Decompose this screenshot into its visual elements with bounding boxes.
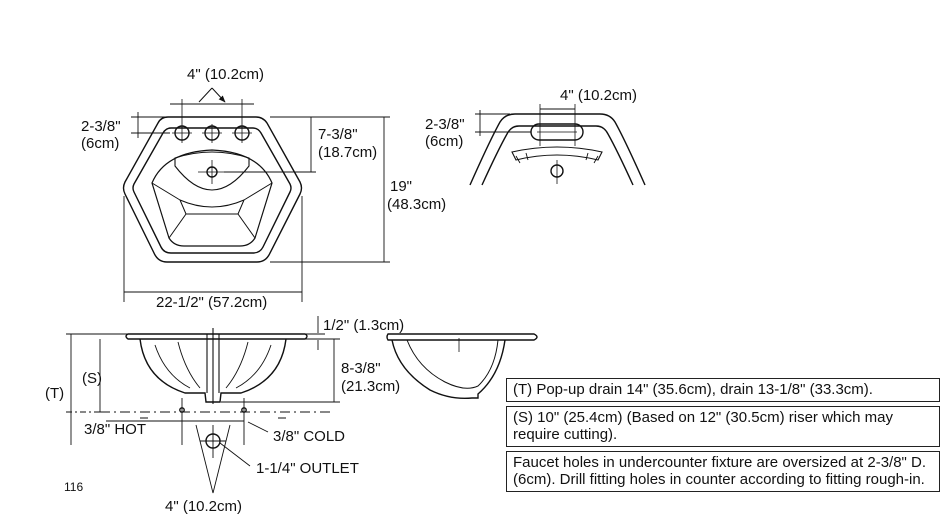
front-s-label: (S) [82, 370, 102, 387]
top-overall-depth-label: 19" [390, 178, 412, 195]
side-rim [386, 333, 538, 341]
front-bowl-depth-label: 8-3/8" [341, 360, 381, 377]
front-rim [125, 333, 308, 340]
under-faucet-spacing-label: 4" (10.2cm) [560, 87, 637, 104]
front-rim-thickness-label: 1/2" (1.3cm) [323, 317, 404, 334]
notes-panel: (T) Pop-up drain 14" (35.6cm), drain 13-… [506, 378, 940, 496]
note-faucet-holes: Faucet holes in undercounter fixture are… [506, 451, 940, 492]
top-edge-to-holes-label: 2-3/8" [81, 118, 121, 135]
note-s: (S) 10" (25.4cm) (Based on 12" (30.5cm) … [506, 406, 940, 447]
undercounter-front [511, 146, 603, 161]
undercounter-inner [481, 125, 634, 186]
sink-outline-inner [132, 127, 292, 254]
front-outlet-label: 1-1/4" OUTLET [256, 460, 359, 477]
bowl-facets [151, 182, 273, 239]
side-bowl [391, 339, 506, 400]
side-view [386, 333, 538, 400]
top-overall-depth-metric-label: (48.3cm) [387, 196, 446, 213]
drain-pipe [206, 328, 220, 404]
undercounter-outer [469, 113, 646, 186]
under-edge-to-holes-label: 2-3/8" [425, 116, 465, 133]
under-edge-to-holes-metric-label: (6cm) [425, 133, 463, 150]
sink-outline-outer [122, 116, 303, 263]
front-bottom-spacing-label: 4" (10.2cm) [165, 498, 242, 515]
side-bowl-inner [406, 339, 499, 389]
front-cold-label: 3/8" COLD [273, 428, 345, 445]
undercounter-view [469, 104, 646, 186]
top-view [122, 87, 390, 302]
bowl-outline [151, 149, 273, 247]
top-front-to-drain-label: 7-3/8" [318, 126, 358, 143]
deck-front-curve [174, 151, 250, 191]
page-number: 116 [64, 480, 83, 494]
front-t-label: (T) [45, 385, 64, 402]
top-front-to-drain-metric-label: (18.7cm) [318, 144, 377, 161]
top-edge-to-holes-metric-label: (6cm) [81, 135, 119, 152]
front-bowl-depth-metric-label: (21.3cm) [341, 378, 400, 395]
top-overall-width-label: 22-1/2" (57.2cm) [156, 294, 267, 311]
note-t: (T) Pop-up drain 14" (35.6cm), drain 13-… [506, 378, 940, 402]
front-view [66, 316, 340, 494]
front-hot-label: 3/8" HOT [84, 421, 146, 438]
top-faucet-spacing-label: 4" (10.2cm) [187, 66, 264, 83]
front-bowl-facets [154, 341, 272, 389]
